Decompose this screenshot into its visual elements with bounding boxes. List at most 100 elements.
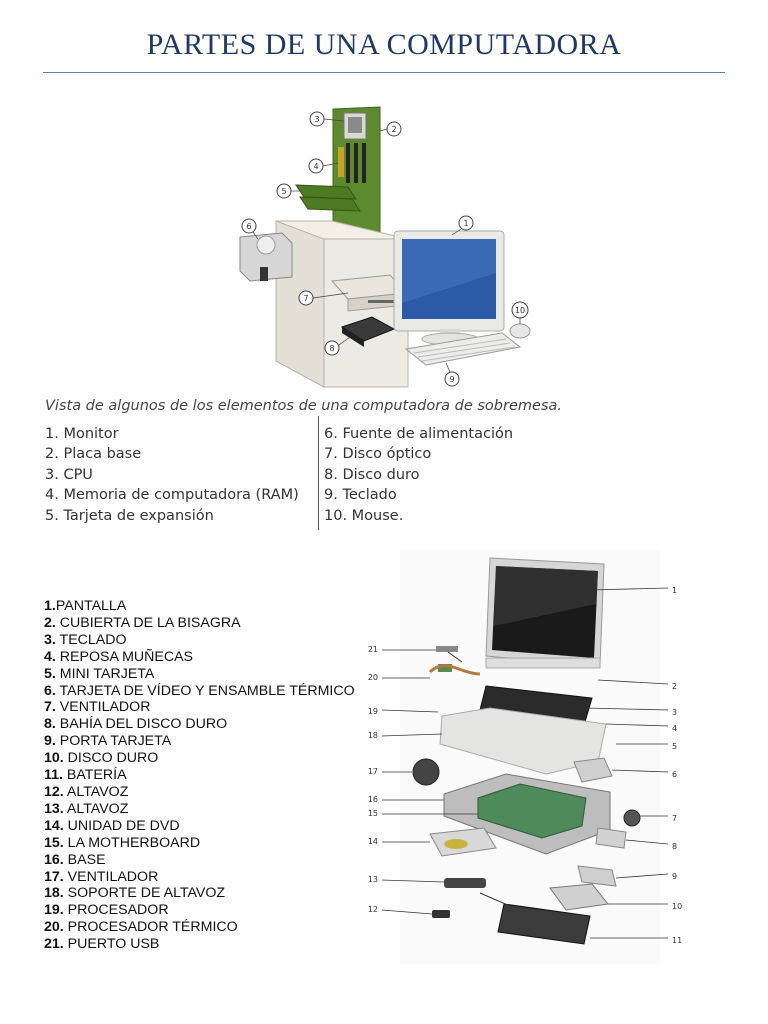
parts-list-item: 2. CUBIERTA DE LA BISAGRA bbox=[44, 615, 364, 632]
parts-list-item: 16. BASE bbox=[44, 852, 364, 869]
expansion-card-shape bbox=[295, 184, 357, 200]
part-label: BASE bbox=[63, 851, 106, 868]
part-number: 21. bbox=[44, 936, 64, 953]
part-label: UNIDAD DE DVD bbox=[63, 817, 180, 834]
callout-7: 7 bbox=[303, 294, 308, 303]
parts-list-item: 3. TECLADO bbox=[44, 632, 364, 649]
laptop-callout-left: 19 bbox=[368, 707, 378, 716]
callout-3: 3 bbox=[314, 115, 319, 124]
desktop-legend-right: 6. Fuente de alimentación 7. Disco óptic… bbox=[324, 424, 513, 526]
callout-9: 9 bbox=[449, 375, 454, 384]
usb-port-shape bbox=[436, 646, 458, 652]
part-number: 18. bbox=[44, 885, 64, 902]
callout-8: 8 bbox=[329, 344, 334, 353]
laptop-motherboard-shape bbox=[477, 783, 587, 839]
part-number: 2. bbox=[44, 614, 56, 631]
parts-list-item: 13. ALTAVOZ bbox=[44, 801, 364, 818]
parts-list-item: 5. MINI TARJETA bbox=[44, 666, 364, 683]
desktop-legend-left: 1. Monitor 2. Placa base 3. CPU 4. Memor… bbox=[45, 424, 299, 526]
laptop-callout-left: 17 bbox=[368, 767, 378, 776]
callout-10: 10 bbox=[515, 306, 525, 315]
laptop-callout-right: 3 bbox=[672, 708, 677, 717]
part-number: 15. bbox=[44, 834, 64, 851]
laptop-callout-right: 4 bbox=[672, 724, 677, 733]
laptop-callout-right: 5 bbox=[672, 742, 677, 751]
parts-list-item: 20. PROCESADOR TÉRMICO bbox=[44, 919, 364, 936]
callout-1: 1 bbox=[463, 219, 468, 228]
part-label: TECLADO bbox=[55, 631, 127, 648]
mouse-shape bbox=[509, 323, 531, 339]
desktop-callouts: 3 2 4 5 6 1 7 8 10 9 bbox=[241, 111, 529, 387]
callout-4: 4 bbox=[313, 162, 318, 171]
legend-item: 5. Tarjeta de expansión bbox=[45, 507, 214, 524]
legend-item: 8. Disco duro bbox=[324, 466, 420, 483]
legend-item: 7. Disco óptico bbox=[324, 446, 432, 463]
hdd-bay-shape bbox=[595, 827, 627, 849]
part-label: DISCO DURO bbox=[63, 750, 159, 767]
part-number: 5. bbox=[44, 665, 56, 682]
legend-item: 10. Mouse. bbox=[324, 507, 404, 524]
parts-list-item: 17. VENTILADOR bbox=[44, 869, 364, 886]
laptop-callout-left: 14 bbox=[368, 837, 378, 846]
part-label: ALTAVOZ bbox=[63, 783, 129, 800]
parts-list-item: 11. BATERÍA bbox=[44, 767, 364, 784]
laptop-callout-right: 2 bbox=[672, 682, 677, 691]
part-label: REPOSA MUÑECAS bbox=[55, 648, 194, 665]
parts-list-item: 18. SOPORTE DE ALTAVOZ bbox=[44, 885, 364, 902]
parts-list-item: 15. LA MOTHERBOARD bbox=[44, 835, 364, 852]
battery-shape bbox=[497, 903, 591, 945]
ram-module-shape bbox=[338, 147, 344, 177]
parts-list-item: 1.PANTALLA bbox=[44, 598, 364, 615]
laptop-callout-left: 12 bbox=[368, 905, 378, 914]
part-label: VENTILADOR bbox=[55, 699, 151, 716]
part-number: 10. bbox=[44, 750, 64, 767]
part-number: 1. bbox=[44, 598, 56, 614]
cpu-chip-shape bbox=[348, 117, 362, 133]
legend-divider bbox=[318, 416, 319, 530]
part-number: 12. bbox=[44, 783, 64, 800]
part-number: 11. bbox=[44, 767, 63, 784]
legend-item: 3. CPU bbox=[45, 466, 93, 483]
parts-list-item: 19. PROCESADOR bbox=[44, 902, 364, 919]
part-number: 6. bbox=[44, 682, 56, 699]
part-number: 4. bbox=[44, 648, 56, 665]
legend-item: 4. Memoria de computadora (RAM) bbox=[45, 487, 299, 504]
part-label: CUBIERTA DE LA BISAGRA bbox=[55, 614, 241, 631]
hinge-cover-shape bbox=[485, 657, 601, 669]
part-number: 8. bbox=[44, 716, 56, 733]
part-label: PUERTO USB bbox=[63, 936, 160, 953]
callout-5: 5 bbox=[281, 187, 286, 196]
parts-list-item: 7. VENTILADOR bbox=[44, 699, 364, 716]
part-number: 19. bbox=[44, 902, 64, 919]
legend-item: 6. Fuente de alimentación bbox=[324, 426, 514, 442]
laptop-callout-right: 8 bbox=[672, 842, 677, 851]
part-label: PORTA TARJETA bbox=[55, 733, 172, 750]
title-divider bbox=[43, 72, 725, 73]
laptop-callout-left: 15 bbox=[368, 809, 378, 818]
parts-list-item: 9. PORTA TARJETA bbox=[44, 733, 364, 750]
speaker-2-shape bbox=[432, 910, 450, 918]
callout-6: 6 bbox=[246, 222, 251, 231]
speaker-1-shape bbox=[444, 878, 486, 888]
legend-item: 1. Monitor bbox=[45, 426, 119, 442]
parts-list-item: 8. BAHÍA DEL DISCO DURO bbox=[44, 716, 364, 733]
laptop-callout-left: 18 bbox=[368, 731, 378, 740]
part-number: 16. bbox=[44, 851, 64, 868]
laptop-callout-left: 16 bbox=[368, 795, 378, 804]
ram-slot-shape bbox=[346, 143, 350, 183]
laptop-callout-right: 10 bbox=[672, 902, 682, 911]
laptop-callout-right: 7 bbox=[672, 814, 677, 823]
parts-list-item: 12. ALTAVOZ bbox=[44, 784, 364, 801]
part-label: MINI TARJETA bbox=[55, 665, 155, 682]
part-label: PROCESADOR TÉRMICO bbox=[63, 919, 238, 936]
laptop-callout-right: 6 bbox=[672, 770, 677, 779]
laptop-callout-right: 11 bbox=[672, 936, 682, 945]
callout-2: 2 bbox=[391, 125, 396, 134]
desktop-caption: Vista de algunos de los elementos de una… bbox=[45, 398, 562, 414]
part-number: 14. bbox=[44, 817, 64, 834]
page-title: PARTES DE UNA COMPUTADORA bbox=[146, 28, 622, 61]
power-supply-shape bbox=[239, 232, 293, 282]
parts-list-item: 21. PUERTO USB bbox=[44, 936, 364, 953]
part-label: TARJETA DE VÍDEO Y ENSAMBLE TÉRMICO bbox=[55, 682, 355, 699]
